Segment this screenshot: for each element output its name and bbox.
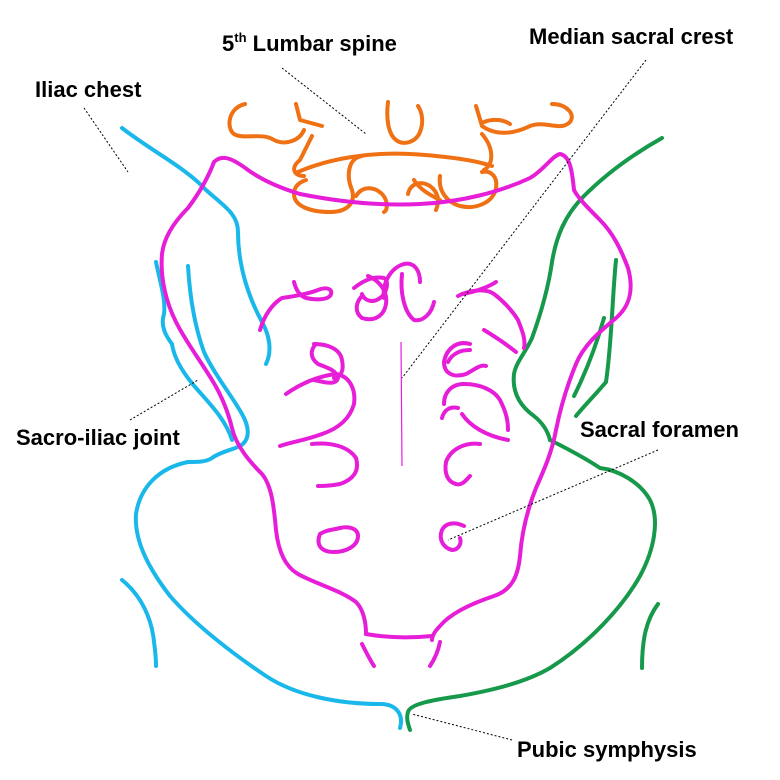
sacral-foramen-right-2 (442, 341, 488, 378)
label-lumbar-spine-sup: th (234, 30, 247, 45)
ilium-inner-left (186, 264, 250, 464)
median-crest-line (400, 341, 403, 467)
sacral-foramen-right-5 (438, 521, 466, 552)
sacrum-base (298, 152, 576, 207)
sacral-foramen-right-4 (443, 441, 482, 487)
sacral-foramen-right-3c (460, 412, 510, 442)
sacral-crest-blob-left-2 (354, 274, 389, 322)
iliac-crest-left (120, 126, 272, 366)
sacral-foramen-right-3b (440, 405, 460, 420)
label-lumbar-spine: 5th Lumbar spine (222, 30, 397, 56)
lumbar-left-transverse (227, 102, 306, 145)
lumbar-right-inferior (412, 178, 442, 202)
label-lumbar-spine-num: 5 (222, 31, 235, 56)
lumbar-right-transverse (474, 102, 574, 135)
sacral-crest-top-left (381, 261, 422, 300)
sacrum-left-ala (159, 160, 368, 636)
coccyx-left (360, 642, 376, 668)
obturator-left (120, 578, 158, 668)
sacral-foramen-right-1c (482, 328, 518, 354)
sacral-foramen-left-3 (278, 372, 357, 448)
sacral-foramen-right-2b (446, 348, 472, 364)
ilium-outer-left (154, 260, 234, 442)
sacral-foramen-left-5 (316, 525, 360, 554)
lumbar-spinous-left (385, 100, 425, 145)
label-pubic-symphysis: Pubic symphysis (517, 737, 697, 762)
label-median-sacral-crest: Median sacral crest (529, 24, 734, 49)
label-lumbar-spine-text: Lumbar spine (246, 31, 397, 56)
coccyx-top (364, 632, 434, 640)
leader-iliac-chest (83, 107, 129, 173)
lumbar-mid-articular (354, 186, 389, 214)
leader-sacral-foramen (447, 449, 659, 541)
leader-sacro-iliac-joint (129, 379, 199, 421)
lumbar-right-transverse-tip (482, 117, 512, 126)
ilium-line-right-2 (572, 316, 606, 398)
sacrum (159, 152, 633, 668)
left-ilium (120, 126, 403, 730)
label-sacral-foramen: Sacral foramen (580, 417, 739, 442)
ilium-line-right-3 (574, 380, 608, 418)
sacrum-outline-left (212, 155, 302, 196)
lumbar-left-transverse-tip (294, 102, 324, 128)
lumbar-left-articular (292, 154, 364, 214)
sacral-foramen-right-1b (460, 280, 498, 296)
lumbar-vertebra (227, 100, 574, 214)
lumbar-right-articular (437, 169, 499, 209)
pelvic-brim-left (133, 460, 403, 730)
sacral-foramen-left-2 (309, 342, 340, 385)
lumbar-left-pedicle (292, 134, 314, 178)
obturator-right (640, 602, 660, 670)
lumbar-right-pedicle (480, 132, 494, 172)
label-sacro-iliac-joint: Sacro-iliac joint (16, 425, 180, 450)
leader-median-sacral-crest (401, 59, 647, 379)
pelvic-brim-right (405, 438, 657, 732)
label-iliac-chest: Iliac chest (35, 77, 142, 102)
sacral-foramen-left-4 (310, 441, 359, 488)
sacral-crest-top-right (399, 272, 436, 323)
iliac-crest-right (511, 136, 664, 442)
leader-pubic-symphysis (411, 713, 513, 741)
leader-lumbar-spine (281, 67, 367, 135)
sacral-foramen-right-1 (456, 288, 527, 350)
leader-lines (83, 59, 659, 741)
lumbar-body-top (296, 151, 494, 174)
sacral-foramen-left-1 (258, 280, 334, 332)
sacral-crest-blob-left (352, 275, 389, 303)
coccyx-right (428, 640, 442, 668)
sacral-foramen-right-3 (442, 382, 510, 432)
sacrum-right-ala (430, 188, 633, 642)
